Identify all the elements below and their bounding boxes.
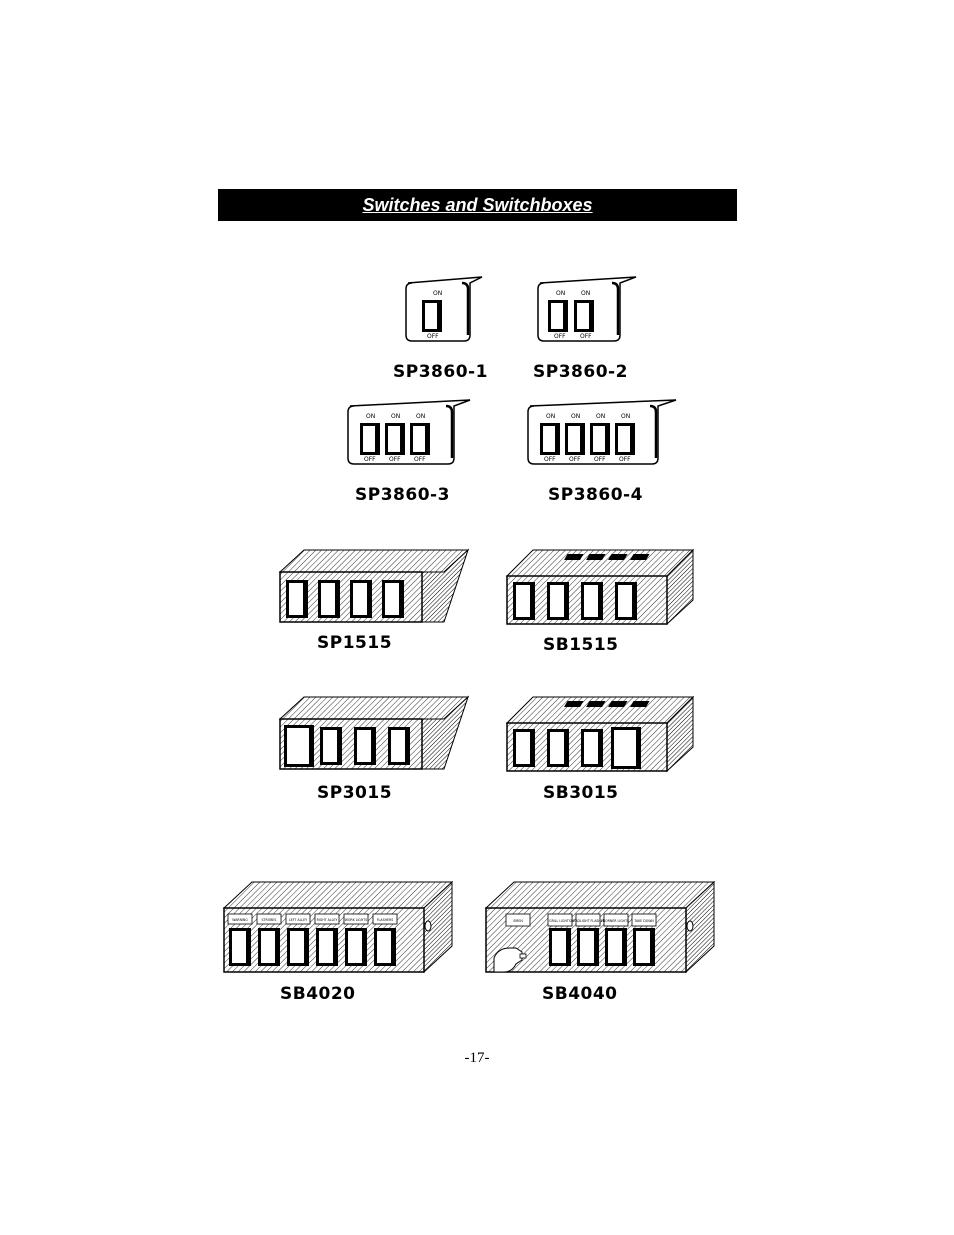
off-mark: OFF (619, 456, 631, 463)
sb4020-tag-1: STROBES (262, 918, 277, 922)
rotary-knob (493, 947, 523, 973)
sb4040-tag-4: TAKE DOWN (633, 919, 654, 923)
off-mark: OFF (414, 456, 426, 463)
sb4040-tag-3: CORNER LIGHTS (603, 919, 629, 923)
sp3015-figure (278, 695, 470, 770)
model-label-sb4040: SB4040 (542, 984, 618, 1004)
on-mark: ON (416, 413, 425, 420)
model-label-sp3015: SP3015 (317, 783, 393, 803)
on-mark: ON (366, 413, 375, 420)
on-mark: ON (621, 413, 630, 420)
sb4020-tag-3: RIGHT ALLEY (317, 918, 338, 922)
sb4020-tag-5: FLASHERS (377, 918, 394, 922)
sb4020-figure: WARNING STROBES LEFT ALLEY RIGHT ALLEY W… (222, 880, 454, 974)
off-mark: OFF (427, 333, 439, 340)
sb4040-tag-0: SIREN (513, 919, 523, 923)
section-title: Switches and Switchboxes (362, 194, 593, 215)
sb1515-figure (505, 548, 695, 626)
page-number: -17- (464, 1050, 490, 1066)
sp3860-2-figure: ON ON OFF OFF (537, 276, 637, 342)
sp3860-3-figure: ON ON ON OFF OFF OFF (347, 399, 471, 465)
on-mark: ON (571, 413, 580, 420)
model-label-sb4020: SB4020 (280, 984, 356, 1004)
sb4020-tag-0: WARNING (232, 918, 248, 922)
on-mark: ON (596, 413, 605, 420)
model-label-sp3860-4: SP3860-4 (548, 485, 643, 505)
section-title-banner: Switches and Switchboxes (218, 189, 737, 221)
on-mark: ON (556, 290, 565, 297)
off-mark: OFF (364, 456, 376, 463)
sp1515-figure (278, 548, 470, 623)
on-mark: ON (391, 413, 400, 420)
sb4020-tag-2: LEFT ALLEY (289, 918, 307, 922)
sb4040-tag-1: GRILL LIGHTS (549, 919, 571, 923)
sp3860-1-figure: ON OFF (405, 276, 483, 342)
off-mark: OFF (389, 456, 401, 463)
sb4040-tag-2: HEADLIGHT FLASHER (571, 919, 606, 923)
model-label-sb1515: SB1515 (543, 635, 619, 655)
off-mark: OFF (580, 333, 592, 340)
on-mark: ON (546, 413, 555, 420)
on-mark: ON (433, 290, 442, 297)
model-label-sp3860-2: SP3860-2 (533, 362, 628, 382)
off-mark: OFF (554, 333, 566, 340)
off-mark: OFF (594, 456, 606, 463)
on-mark: ON (581, 290, 590, 297)
model-label-sp3860-3: SP3860-3 (355, 485, 450, 505)
off-mark: OFF (544, 456, 556, 463)
model-label-sp1515: SP1515 (317, 633, 393, 653)
sb4020-tag-4: WORK LIGHTS (345, 918, 368, 922)
model-label-sp3860-1: SP3860-1 (393, 362, 488, 382)
model-label-sb3015: SB3015 (543, 783, 619, 803)
sb4040-figure: SIREN GRILL LIGHTS HEADLIGHT FLASHER COR… (484, 880, 716, 974)
sp3860-4-figure: ON ON ON ON OFF OFF OFF OFF (527, 399, 677, 465)
sb3015-figure (505, 695, 695, 773)
off-mark: OFF (569, 456, 581, 463)
